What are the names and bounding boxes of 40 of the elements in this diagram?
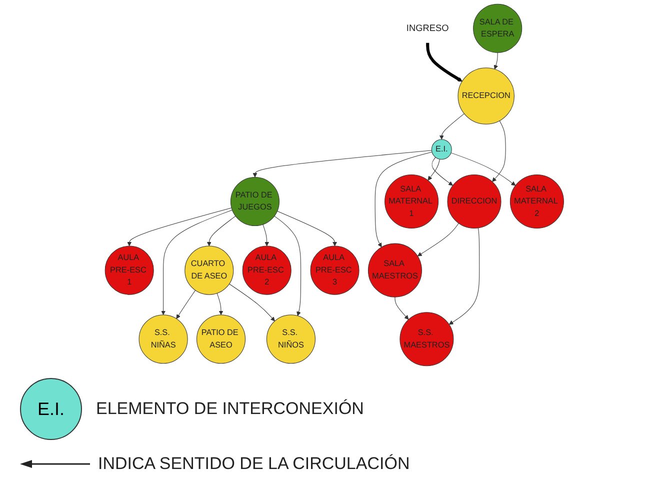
node-circle: CUARTO DE ASEO xyxy=(184,246,234,295)
arrow xyxy=(426,42,462,82)
arrow xyxy=(428,158,440,181)
node-circle: SALA MATERNAL 1 xyxy=(384,174,439,228)
node-circle: SALA MAESTROS xyxy=(368,243,422,298)
arrow xyxy=(262,224,270,246)
arrow xyxy=(207,216,236,246)
arrow xyxy=(494,52,498,70)
arrow xyxy=(127,208,232,246)
arrow xyxy=(432,157,454,186)
arrow xyxy=(450,152,516,186)
arrow xyxy=(418,223,460,256)
arrow xyxy=(229,284,276,322)
arrow xyxy=(492,120,506,182)
node-circle: RECEPCION xyxy=(458,68,515,124)
arrow xyxy=(176,290,196,319)
node-circle: S.S. MAESTROS xyxy=(400,312,454,366)
node-circle: PATIO DE JUEGOS xyxy=(230,176,280,226)
arrow xyxy=(216,293,224,316)
node-circle: SALA MATERNAL 2 xyxy=(510,174,564,228)
node-circle: AULA PRE-ESC 1 xyxy=(104,246,154,295)
node-circle: AULA PRE-ESC 3 xyxy=(310,246,360,295)
node-circle: S.S. NIÑAS xyxy=(138,314,188,364)
node-circle: PATIO DE ASEO xyxy=(196,314,246,364)
node-circle: E.I. xyxy=(432,139,452,160)
arrow xyxy=(440,113,465,140)
node-circle: DIRECCION xyxy=(447,174,502,228)
node-circle: SALA DE ESPERA xyxy=(473,4,522,53)
arrow xyxy=(274,216,302,316)
legend-text: INDICA SENTIDO DE LA CIRCULACIÓN xyxy=(98,454,410,474)
legend-text: ELEMENTO DE INTERCONEXIÓN xyxy=(96,399,364,419)
legend-swatch-label: E.I. xyxy=(37,398,64,420)
arrow xyxy=(277,210,338,246)
node-circle: AULA PRE-ESC 2 xyxy=(242,246,292,295)
arrow xyxy=(394,296,409,320)
node-text: INGRESO xyxy=(406,22,449,34)
arrow xyxy=(449,228,480,325)
node-circle: S.S. NIÑOS xyxy=(266,314,316,364)
arrow xyxy=(374,152,432,248)
arrow xyxy=(252,150,432,178)
